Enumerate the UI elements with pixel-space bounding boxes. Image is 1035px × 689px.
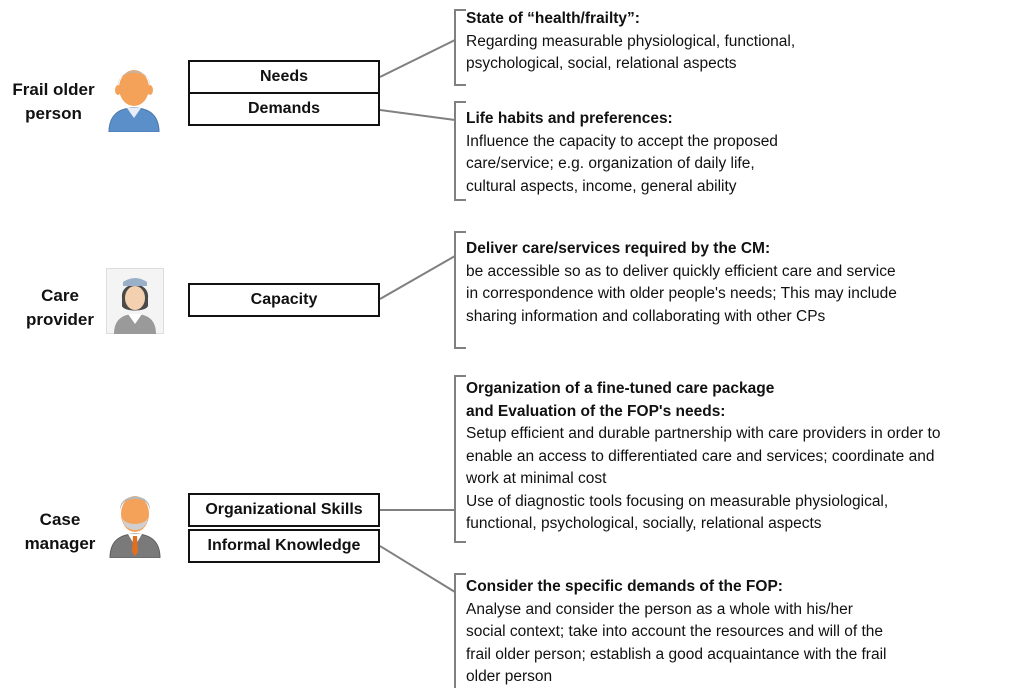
informal-knowledge-label: Informal Knowledge: [207, 537, 361, 554]
actor-label-line2: manager: [24, 534, 96, 553]
block-heading: Organization of a fine-tuned care packag…: [466, 380, 775, 397]
capacity-box: Capacity: [188, 283, 380, 317]
actor-label-line2: provider: [25, 310, 95, 329]
block-line: cultural aspects, income, general abilit…: [466, 177, 737, 195]
bracket-habits: [454, 101, 466, 201]
block-line: functional, psychological, socially, rel…: [466, 515, 822, 532]
block-line: sharing information and collaborating wi…: [466, 307, 826, 325]
actor-label-line1: Frail older: [12, 80, 95, 99]
actor-label-care-provider: Care provider: [20, 284, 100, 332]
block-line: Regarding measurable physiological, func…: [466, 32, 796, 50]
block-heading: and Evaluation of the FOP's needs:: [466, 402, 726, 420]
block-heading: Deliver care/services required by the CM…: [466, 240, 771, 257]
block-heading: Consider the specific demands of the FOP…: [466, 578, 783, 595]
block-consider: Consider the specific demands of the FOP…: [466, 576, 886, 689]
actor-label-line1: Care: [41, 286, 79, 305]
block-line: frail older person; establish a good acq…: [466, 645, 887, 663]
block-habits: Life habits and preferences: Influence t…: [466, 108, 778, 198]
block-line: in correspondence with older people's ne…: [466, 285, 897, 302]
block-line: work at minimal cost: [466, 470, 607, 487]
actor-label-case-manager: Case manager: [20, 508, 100, 556]
demands-label: Demands: [247, 100, 321, 117]
actor-label-frail-older-person: Frail older person: [6, 78, 101, 126]
case-manager-icon: [109, 496, 161, 558]
actor-label-line1: Case: [39, 510, 81, 529]
connector-capacity: [379, 255, 456, 300]
actor-label-line2: person: [25, 104, 82, 123]
block-line: Influence the capacity to accept the pro…: [466, 132, 778, 150]
needs-box: Needs: [188, 60, 380, 94]
bracket-consider: [454, 573, 466, 688]
elderly-person-icon: [108, 70, 160, 132]
connector-needs: [379, 39, 456, 78]
organizational-skills-label: Organizational Skills: [205, 501, 363, 518]
block-heading: Life habits and preferences:: [466, 110, 673, 127]
organizational-skills-box: Organizational Skills: [188, 493, 380, 527]
connector-demands: [379, 109, 456, 121]
bracket-deliver: [454, 231, 466, 349]
needs-label: Needs: [259, 68, 309, 85]
bracket-organization: [454, 375, 466, 543]
block-line: social context; take into account the re…: [466, 623, 884, 640]
block-line: Use of diagnostic tools focusing on meas…: [466, 492, 889, 510]
block-health: State of “health/frailty”: Regarding mea…: [466, 8, 795, 76]
block-line: Analyse and consider the person as a who…: [466, 600, 853, 618]
block-line: enable an access to differentiated care …: [466, 447, 935, 465]
block-line: care/service; e.g. organization of daily…: [466, 155, 755, 172]
block-line: be accessible so as to deliver quickly e…: [466, 262, 896, 280]
connector-informal: [379, 545, 456, 593]
demands-box: Demands: [188, 92, 380, 126]
informal-knowledge-box: Informal Knowledge: [188, 529, 380, 563]
block-line: Setup efficient and durable partnership …: [466, 425, 941, 442]
nurse-icon: [106, 268, 164, 334]
bracket-health: [454, 9, 466, 86]
capacity-label: Capacity: [250, 291, 318, 308]
block-line: psychological, social, relational aspect…: [466, 55, 737, 72]
block-line: older person: [466, 668, 553, 685]
block-deliver: Deliver care/services required by the CM…: [466, 238, 897, 328]
block-organization: Organization of a fine-tuned care packag…: [466, 378, 940, 536]
block-heading: State of “health/frailty”:: [466, 10, 640, 27]
